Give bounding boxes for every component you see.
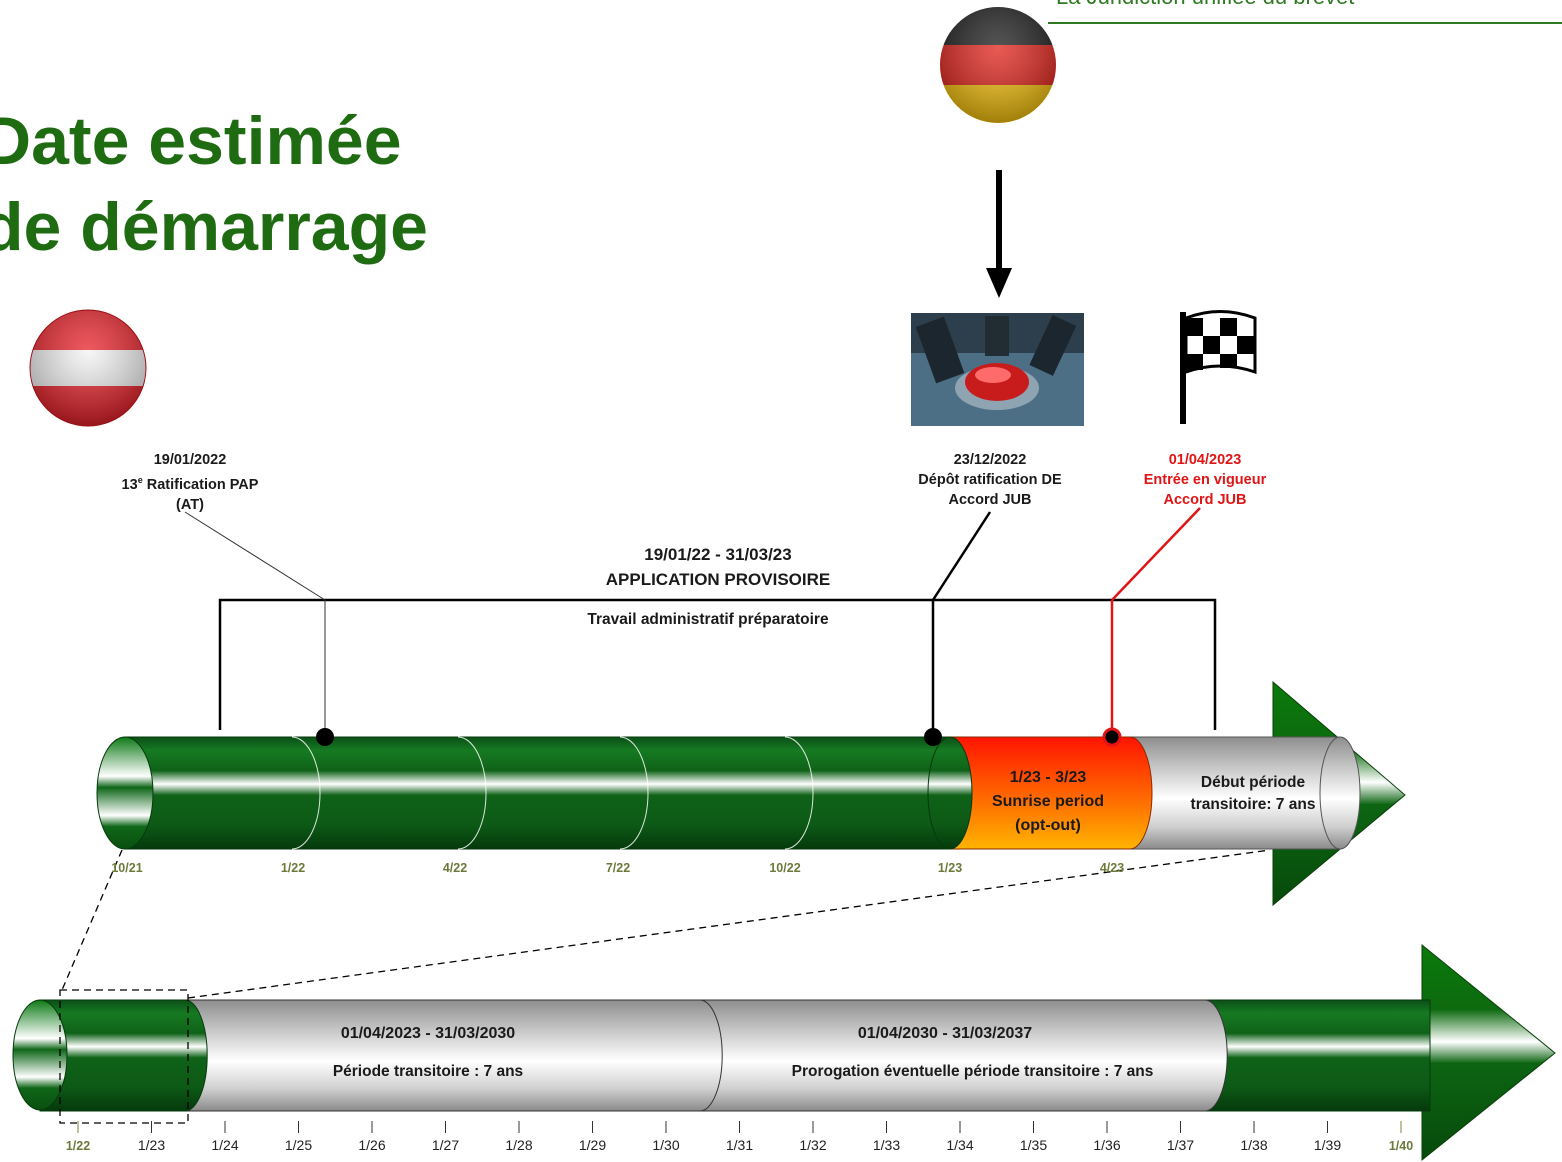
transition-start-line1: Début période: [1200, 774, 1306, 791]
title-line-2: de démarrage: [0, 189, 428, 265]
timeline-1-tick-label: 7/22: [606, 861, 630, 875]
page-title: Date estimée de démarrage: [0, 98, 428, 270]
period-1-segment: [184, 999, 723, 1112]
timeline-2-tick-label: 1/31: [726, 1137, 753, 1153]
timeline-2-tick-label: 1/37: [1167, 1137, 1194, 1153]
timeline-2-tick-label: 1/26: [358, 1137, 385, 1153]
austria-flag-icon: [29, 309, 147, 427]
zoom-box: [59, 989, 189, 1124]
event-at-label: 19/01/2022 13e Ratification PAP (AT): [70, 450, 310, 515]
timeline-1-tick-label: 4/23: [1100, 861, 1124, 875]
period-1-label: Période transitoire : 7 ans: [332, 1063, 524, 1080]
period-2-dates: 01/04/2030 - 31/03/2037: [857, 1025, 1033, 1042]
timeline-2-tick-label: 1/39: [1314, 1137, 1341, 1153]
timeline-1-tick-label: 10/21: [111, 861, 142, 875]
timeline-2-start-cap: [12, 999, 68, 1111]
sunrise-segment: [939, 736, 1153, 850]
event-entry-date: 01/04/2023: [1168, 452, 1242, 468]
title-line-1: Date estimée: [0, 103, 402, 179]
timeline-1-tick-label: 1/22: [281, 861, 305, 875]
red-button-icon: [911, 313, 1084, 426]
sunrise-dates: 1/23 - 3/23: [1009, 769, 1087, 786]
event-entry-label: 01/04/2023 Entrée en vigueur Accord JUB: [1110, 450, 1300, 510]
timeline-2-tick-label: 1/33: [873, 1137, 900, 1153]
bracket-sublabel: Travail administratif préparatoire: [587, 611, 829, 628]
header-underline: [1048, 22, 1562, 24]
timeline-1: 10/21 1/22 4/22 7/22 10/22 1/23 4/23: [96, 680, 1406, 907]
event-at-line1: 13e Ratification PAP: [121, 475, 259, 493]
sunrise-title: Sunrise period: [991, 793, 1105, 810]
event-de-line1: Dépôt ratification DE: [918, 472, 1062, 488]
timeline-2-tick-label: 1/38: [1240, 1137, 1267, 1153]
period-2-label: Prorogation éventuelle période transitoi…: [791, 1063, 1154, 1080]
down-arrow-icon: [986, 170, 1012, 298]
germany-flag-icon: [940, 7, 1056, 123]
event-de-label: 23/12/2022 Dépôt ratification DE Accord …: [880, 450, 1100, 510]
period-2-segment: [699, 999, 1228, 1112]
timeline-2-ticks: 1/22 1/23 1/24 1/25 1/26 1/27 1/28 1/29 1/30 1/31…: [66, 1121, 1413, 1153]
checkered-flag-icon: [1180, 310, 1257, 424]
transition-start-line2: transitoire: 7 ans: [1190, 796, 1316, 813]
bracket-title: APPLICATION PROVISOIRE: [605, 570, 831, 589]
timeline-2-tick-label: 1/34: [946, 1137, 973, 1153]
transition-start-label: Début période transitoire: 7 ans: [1158, 772, 1348, 816]
event-de-date: 23/12/2022: [953, 452, 1027, 468]
timeline-2-tick-label: 1/36: [1093, 1137, 1120, 1153]
bracket-dates: 19/01/22 - 31/03/23: [644, 545, 792, 564]
timeline-2-tick-label: 1/40: [1389, 1139, 1413, 1153]
period-1-dates: 01/04/2023 - 31/03/2030: [340, 1025, 516, 1042]
timeline-2-tick-label: 1/23: [138, 1137, 165, 1153]
timeline-2-green-start: [39, 999, 208, 1112]
timeline-2-tick-label: 1/25: [285, 1137, 312, 1153]
zoom-line-right: [187, 849, 1271, 999]
transition-segment: [1129, 736, 1341, 850]
header-title: La Juridiction unifiée du brevet: [1056, 0, 1354, 10]
event-at-line2: (AT): [176, 496, 204, 513]
marker-de: [924, 728, 942, 746]
timeline-2-tick-label: 1/24: [211, 1137, 238, 1153]
timeline-2-tick-label: 1/28: [505, 1137, 532, 1153]
timeline-2: 1/22 1/23 1/24 1/25 1/26 1/27 1/28 1/29 1/30 1/31…: [12, 943, 1556, 1162]
timeline-1-tick-label: 1/23: [938, 861, 962, 875]
timeline-2-tick-label: 1/35: [1020, 1137, 1047, 1153]
timeline-1-tick-label: 4/22: [443, 861, 467, 875]
bracket-label: 19/01/22 - 31/03/23 APPLICATION PROVISOI…: [518, 542, 918, 592]
timeline-1-ticks: 10/21 1/22 4/22 7/22 10/22 1/23 4/23: [111, 861, 1124, 875]
timeline-2-tick-label: 1/22: [66, 1139, 90, 1153]
timeline-1-start-cap: [96, 736, 154, 850]
event-de-line2: Accord JUB: [948, 492, 1032, 508]
callout-line-at: [184, 511, 326, 601]
timeline-2-arrowhead: [1421, 943, 1556, 1162]
event-entry-line1: Entrée en vigueur: [1143, 472, 1267, 488]
zoom-line-left: [61, 849, 123, 991]
marker-at: [316, 728, 334, 746]
sunrise-label: 1/23 - 3/23 Sunrise period (opt-out): [958, 766, 1138, 838]
application-bracket: [218, 598, 1217, 730]
callout-line-de: [931, 511, 992, 601]
timeline-2-tick-label: 1/27: [432, 1137, 459, 1153]
event-at-date: 19/01/2022: [153, 452, 227, 468]
sunrise-sub: (opt-out): [1015, 817, 1081, 834]
callout-line-entry: [1111, 507, 1201, 601]
timeline-2-tick-label: 1/32: [799, 1137, 826, 1153]
timeline-1-tick-label: 10/22: [769, 861, 800, 875]
event-entry-line2: Accord JUB: [1163, 492, 1247, 508]
marker-entry: [1102, 727, 1122, 747]
timeline-2-tick-label: 1/30: [652, 1137, 679, 1153]
timeline-2-tick-label: 1/29: [579, 1137, 606, 1153]
green-segment: [124, 736, 951, 850]
